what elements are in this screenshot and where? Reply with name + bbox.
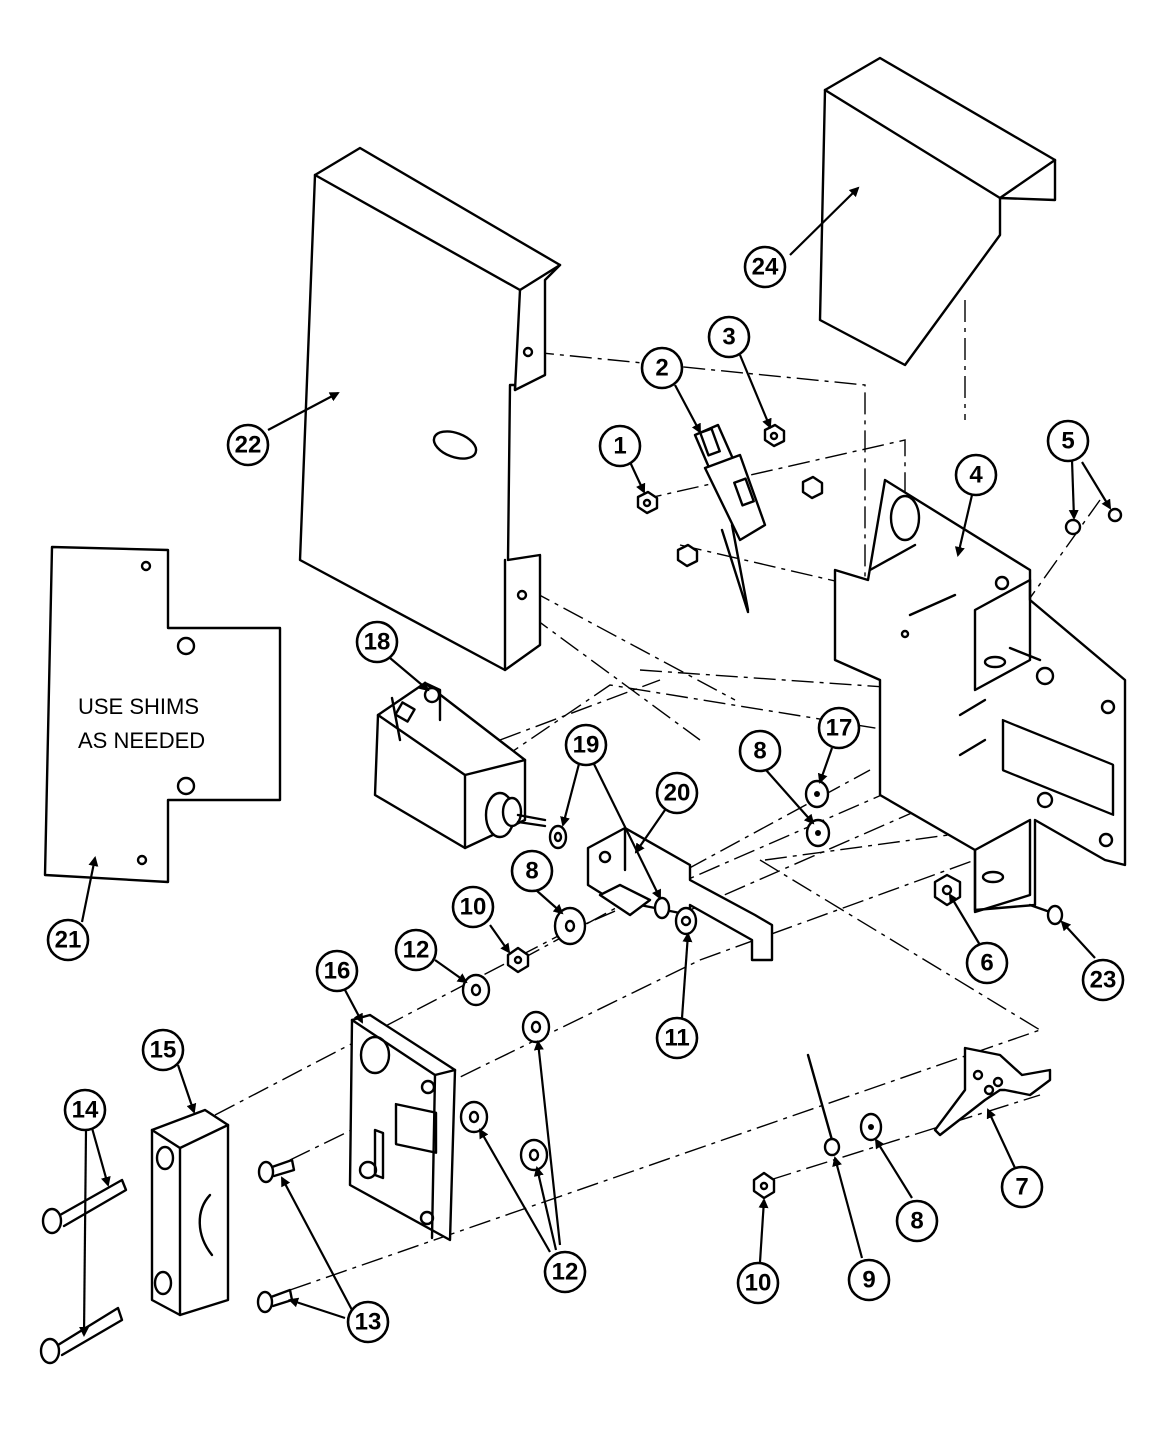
svg-text:24: 24 <box>752 254 779 281</box>
part-15-block <box>150 1108 230 1317</box>
part-2-switch <box>693 423 767 614</box>
callout-24: 24 <box>743 245 787 289</box>
callout-16: 16 <box>315 949 359 993</box>
callout-15: 15 <box>141 1028 185 1072</box>
callout-1: 1 <box>598 424 642 468</box>
screw-23 <box>1028 903 1064 926</box>
callout-8-b: 8 <box>510 849 554 893</box>
washer-12-a <box>461 973 491 1007</box>
washer-8-mid <box>805 818 831 848</box>
svg-text:5: 5 <box>1061 428 1074 455</box>
callout-18: 18 <box>355 620 399 664</box>
svg-text:14: 14 <box>72 1097 99 1124</box>
part-18-solenoid <box>373 681 547 850</box>
svg-text:2: 2 <box>655 355 668 382</box>
callout-21: 21 <box>46 918 90 962</box>
svg-text:3: 3 <box>722 324 735 351</box>
svg-text:13: 13 <box>355 1309 382 1336</box>
svg-text:10: 10 <box>460 894 487 921</box>
nut-3 <box>763 423 786 448</box>
svg-text:23: 23 <box>1090 967 1117 994</box>
washer-8-lower <box>859 1112 883 1142</box>
part-21-shim: USE SHIMS AS NEEDED <box>43 545 282 884</box>
callout-23: 23 <box>1081 958 1125 1002</box>
callout-6: 6 <box>965 941 1009 985</box>
callout-8-c: 8 <box>895 1199 939 1243</box>
shim-note-line1: USE SHIMS <box>78 694 199 719</box>
part-22-cover <box>298 146 562 672</box>
washer-12-c <box>459 1100 489 1134</box>
screw-13-upper <box>257 1158 296 1184</box>
svg-text:17: 17 <box>826 715 853 742</box>
washer-8-left <box>553 906 587 946</box>
callout-3: 3 <box>707 315 751 359</box>
callout-4: 4 <box>954 453 998 497</box>
callout-19: 19 <box>564 723 608 767</box>
part-16-plate <box>348 1013 457 1242</box>
screw-13-lower <box>256 1288 294 1314</box>
washer-19b <box>653 896 671 920</box>
callout-17: 17 <box>817 706 861 750</box>
callout-11: 11 <box>655 1016 699 1060</box>
washer-19 <box>548 824 568 850</box>
nut-6 <box>933 873 962 907</box>
callout-20: 20 <box>655 771 699 815</box>
svg-text:4: 4 <box>969 462 983 489</box>
svg-text:21: 21 <box>55 927 82 954</box>
svg-text:8: 8 <box>910 1208 923 1235</box>
shim-note-line2: AS NEEDED <box>78 728 205 753</box>
callout-13: 13 <box>346 1300 390 1344</box>
callout-10-b: 10 <box>736 1261 780 1305</box>
leader-arrows <box>79 186 1112 1337</box>
svg-text:8: 8 <box>525 858 538 885</box>
part-4-bracket <box>833 478 1127 914</box>
washer-12-b <box>521 1010 551 1044</box>
callout-7: 7 <box>1000 1165 1044 1209</box>
svg-text:7: 7 <box>1015 1174 1028 1201</box>
svg-text:16: 16 <box>324 958 351 985</box>
svg-text:19: 19 <box>573 732 600 759</box>
nut-3b <box>801 475 824 500</box>
svg-text:1: 1 <box>613 433 626 460</box>
callout-12-b: 12 <box>543 1250 587 1294</box>
svg-text:6: 6 <box>980 950 993 977</box>
svg-text:12: 12 <box>403 937 430 964</box>
callout-8-a: 8 <box>738 729 782 773</box>
nut-10-upper <box>506 946 530 974</box>
svg-text:11: 11 <box>664 1025 689 1052</box>
svg-text:22: 22 <box>235 432 262 459</box>
callout-12-a: 12 <box>394 928 438 972</box>
washer-17 <box>804 779 830 809</box>
screw-14-lower <box>39 1306 124 1365</box>
callout-5: 5 <box>1046 419 1090 463</box>
callout-2: 2 <box>640 346 684 390</box>
part-7-lever <box>933 1046 1052 1137</box>
callout-22: 22 <box>226 423 270 467</box>
nut-1 <box>636 490 659 515</box>
svg-text:9: 9 <box>862 1267 875 1294</box>
callout-9: 9 <box>847 1258 891 1302</box>
svg-text:12: 12 <box>552 1259 579 1286</box>
svg-text:10: 10 <box>745 1270 772 1297</box>
nut-10-lower <box>752 1171 776 1200</box>
part-5-screws <box>1064 507 1123 536</box>
screw-14-upper <box>41 1178 128 1235</box>
svg-text:15: 15 <box>150 1037 177 1064</box>
svg-text:8: 8 <box>753 738 766 765</box>
callout-10-a: 10 <box>451 885 495 929</box>
svg-text:20: 20 <box>664 780 691 807</box>
nut-1b <box>676 543 699 568</box>
nut-11 <box>674 906 698 936</box>
washer-12-d <box>519 1138 549 1172</box>
svg-text:18: 18 <box>364 629 391 656</box>
part-20-slide <box>586 826 774 962</box>
part-24-top-cover <box>818 56 1057 367</box>
pin-9 <box>806 1053 841 1157</box>
callout-14: 14 <box>63 1088 107 1132</box>
